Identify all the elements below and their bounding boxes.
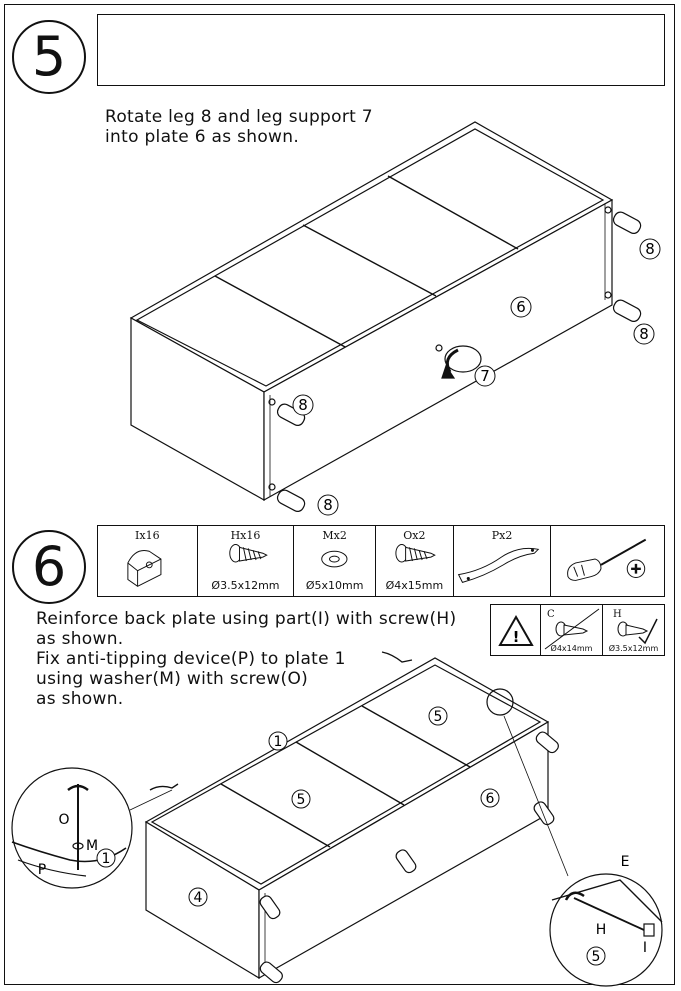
callout-support-7: 7	[480, 367, 490, 385]
screw-c-cell: C Ø4x14mm	[541, 605, 603, 655]
parts-list: Ix16 Hx16 Ø3.5x12mm Mx2 Ø5x10mm Ox2	[97, 525, 665, 597]
part-o: Ox2 Ø4x15mm	[376, 526, 454, 596]
warning-box: ! C Ø4x14mm H Ø3.5x12mm	[490, 604, 665, 656]
warning-cell: !	[491, 605, 541, 655]
step-5-title-box	[97, 14, 665, 86]
step-5-instruction: Rotate leg 8 and leg support 7 into plat…	[105, 107, 373, 147]
step-6-instruction: Reinforce back plate using part(I) with …	[36, 609, 457, 709]
part-h-size: Ø3.5x12mm	[211, 579, 280, 592]
corner-block-icon	[127, 550, 162, 587]
callout-leg-8-b: 8	[639, 325, 649, 343]
part-i: Ix16	[98, 526, 198, 596]
part-h: Hx16 Ø3.5x12mm	[198, 526, 295, 596]
tool-screwdriver	[551, 526, 664, 596]
washer-icon	[321, 550, 348, 568]
screw-h-cell: H Ø3.5x12mm	[603, 605, 664, 655]
part-o-label: Ox2	[403, 529, 426, 542]
page-frame	[4, 4, 675, 985]
callout-plate-6: 6	[516, 298, 526, 316]
part-m: Mx2 Ø5x10mm	[294, 526, 377, 596]
part-i-label: Ix16	[135, 529, 160, 542]
callout-leg-8-c: 8	[298, 396, 308, 414]
part-p: Px2	[454, 526, 552, 596]
screw-icon	[617, 618, 658, 645]
screw-h-size: Ø3.5x12mm	[608, 644, 659, 653]
step-5-illustration: 6 7 8 8 8 8	[129, 121, 661, 516]
part-p-label: Px2	[491, 529, 513, 542]
screwdriver-icon	[567, 538, 647, 581]
callout-leg-8-d: 8	[323, 496, 333, 514]
warning-triangle-icon: !	[498, 614, 534, 646]
screw-h-label: H	[613, 609, 622, 620]
screw-icon	[395, 543, 436, 563]
step-6-number: 6	[12, 530, 86, 604]
part-m-size: Ø5x10mm	[305, 579, 364, 592]
part-h-label: Hx16	[230, 529, 261, 542]
screw-c-label: C	[547, 609, 555, 620]
screw-c-size: Ø4x14mm	[550, 644, 593, 653]
screw-icon	[544, 608, 600, 650]
callout-leg-8-a: 8	[645, 240, 655, 258]
svg-text:!: !	[513, 628, 520, 646]
step-5-number: 5	[12, 20, 86, 94]
part-o-size: Ø4x15mm	[385, 579, 444, 592]
screw-icon	[228, 543, 268, 563]
strap-icon	[457, 547, 540, 583]
part-m-label: Mx2	[322, 529, 347, 542]
